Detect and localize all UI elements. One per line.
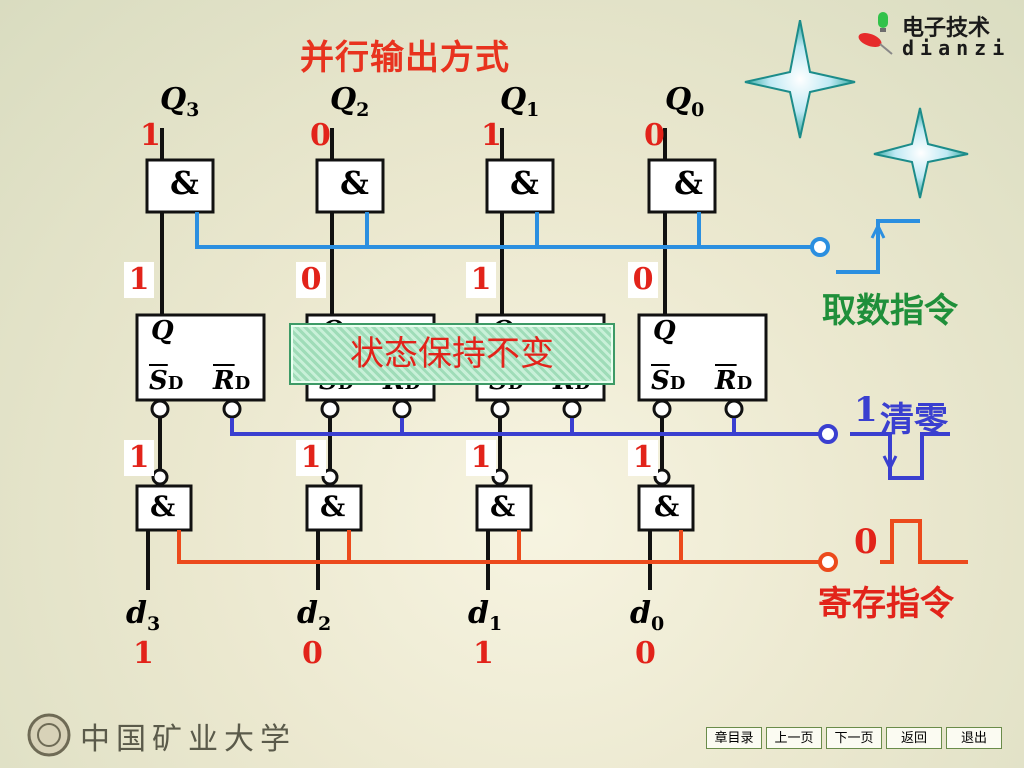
back-button[interactable]: 返回 [886,727,942,749]
ff-reset-label: RD [715,366,753,396]
q-output-bit: 1 [140,118,161,153]
chapter-contents-button[interactable]: 章目录 [706,727,762,749]
clear-line [230,418,950,480]
data-input-bit: 0 [635,636,656,671]
q-output-bit: 1 [481,118,502,153]
store-bit: 0 [854,522,878,562]
star-large-icon [744,20,856,139]
ff-state-bit: 0 [628,262,658,298]
and-gate-bottom: & [150,490,176,523]
data-input-bit: 1 [133,636,154,671]
ff-state-bit: 1 [466,262,496,298]
ff-set-label: SD [651,366,686,396]
state-unchanged-banner: 状态保持不变 [289,323,615,385]
gate-input-bit: 1 [628,440,658,476]
ff-state-bit: 0 [296,262,326,298]
and-gate-bottom: & [654,490,680,523]
data-input-label: d1 [468,596,503,635]
clear-bit: 1 [854,390,878,430]
store-line [177,519,968,572]
sparkle-stars [744,20,969,199]
ff-reset-label: RD [213,366,251,396]
fetch-line [195,212,920,274]
and-gate-top: & [170,164,199,202]
previous-page-button[interactable]: 上一页 [766,727,822,749]
gate-input-bit: 1 [466,440,496,476]
page-title: 并行输出方式 [300,38,510,78]
ff-q-label: Q [151,316,174,346]
q-output-label: Q2 [330,82,370,121]
data-input-label: d2 [297,596,332,635]
and-gate-top: & [674,164,703,202]
next-page-button[interactable]: 下一页 [826,727,882,749]
store-instruction-label: 寄存指令 [818,584,954,624]
data-input-bit: 0 [302,636,323,671]
clear-label: 清零 [880,400,948,440]
q-output-label: Q3 [160,82,200,121]
ff-state-bit: 1 [124,262,154,298]
gate-input-bit: 1 [296,440,326,476]
university-seal-icon [27,713,71,757]
q-output-bit: 0 [310,118,331,153]
q-output-label: Q0 [665,82,705,121]
q-output-bit: 0 [644,118,665,153]
and-gate-bottom: & [490,490,516,523]
data-input-label: d3 [126,596,161,635]
ff-q-label: Q [653,316,676,346]
star-small-icon [873,107,969,199]
university-name: 中国矿业大学 [80,722,296,757]
data-input-bit: 1 [473,636,494,671]
logo-subtext: dianzi [902,36,1011,60]
data-input-label: d0 [630,596,665,635]
q-output-label: Q1 [500,82,540,121]
exit-button[interactable]: 退出 [946,727,1002,749]
inversion-bubbles [150,399,744,486]
and-gate-bottom: & [320,490,346,523]
fetch-instruction-label: 取数指令 [822,291,958,331]
and-gate-top: & [340,164,369,202]
gates [135,158,717,532]
logo-text: 电子技术 [902,16,991,41]
ff-set-label: SD [149,366,184,396]
and-gate-top: & [510,164,539,202]
gate-input-bit: 1 [124,440,154,476]
nav-bar: 章目录 上一页 下一页 返回 退出 [706,727,1002,749]
logo-led-icon [858,12,893,55]
